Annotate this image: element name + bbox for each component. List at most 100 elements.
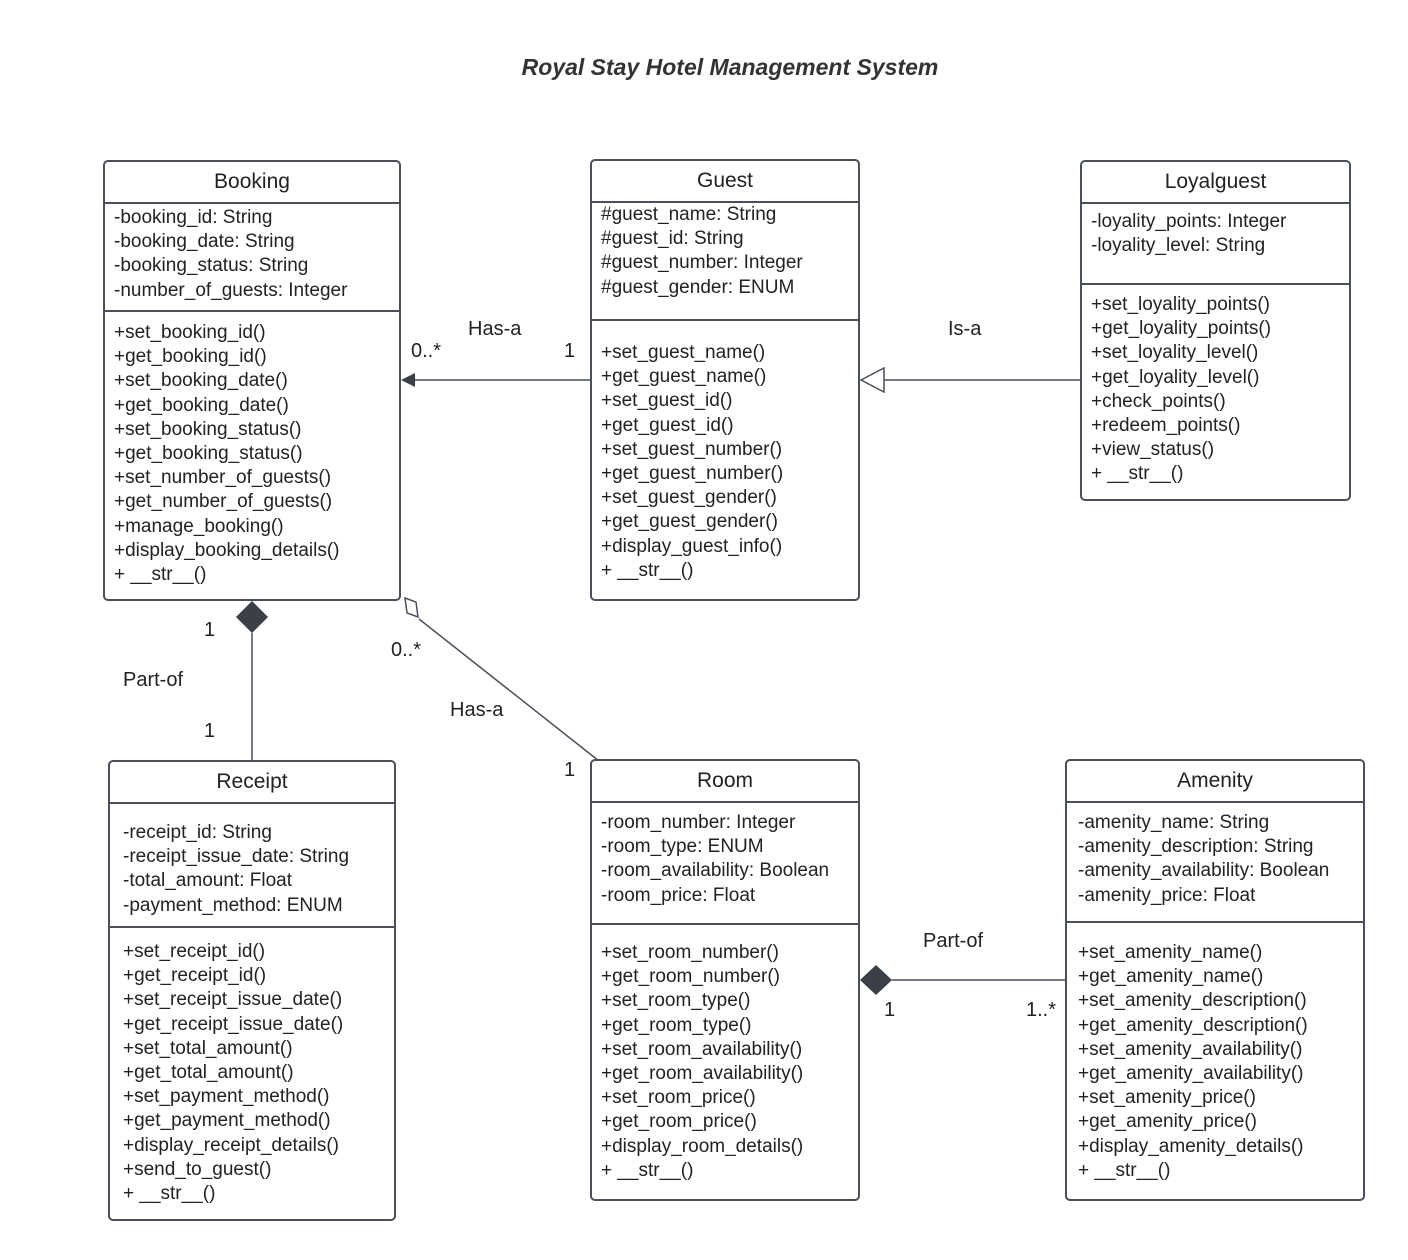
class-amenity[interactable]: Amenity -amenity_name: String -amenity_d…	[1065, 759, 1365, 1201]
class-loyalguest[interactable]: Loyalguest -loyality_points: Integer -lo…	[1080, 160, 1351, 501]
attribute: -room_price: Float	[601, 884, 756, 906]
class-booking[interactable]: Booking -booking_id: String -booking_dat…	[103, 160, 401, 601]
method-compartment: +set_room_number() +get_room_number() +s…	[592, 925, 858, 1183]
method: +set_amenity_price()	[1078, 1087, 1256, 1109]
method: + __str__()	[1078, 1159, 1171, 1181]
method: +get_guest_gender()	[601, 511, 778, 533]
multiplicity-booking-room: 0..*	[391, 639, 422, 661]
attribute-compartment: -loyality_points: Integer -loyality_leve…	[1082, 204, 1349, 285]
method-compartment: +set_receipt_id() +get_receipt_id() +set…	[110, 928, 394, 1206]
method: +check_points()	[1091, 390, 1226, 412]
method: +manage_booking()	[114, 515, 284, 537]
method: +set_room_type()	[601, 990, 751, 1012]
attribute-compartment: #guest_name: String #guest_id: String #g…	[592, 203, 858, 321]
method: +set_guest_gender()	[601, 487, 777, 509]
method: +set_receipt_issue_date()	[123, 989, 343, 1011]
method: +get_room_availability()	[601, 1063, 804, 1085]
method: +set_guest_id()	[601, 390, 733, 412]
attribute-compartment: -amenity_name: String -amenity_descripti…	[1067, 803, 1363, 923]
method: +display_receipt_details()	[123, 1134, 339, 1156]
relation-label-booking-room: Has-a	[450, 699, 504, 721]
relation-label-inheritance: Is-a	[948, 318, 982, 340]
method: + __str__()	[1091, 463, 1184, 485]
attribute: -booking_id: String	[114, 207, 273, 228]
class-room[interactable]: Room -room_number: Integer -room_type: E…	[590, 759, 860, 1201]
class-name: Guest	[592, 161, 858, 203]
attribute: -room_availability: Boolean	[601, 860, 830, 882]
method: +set_receipt_id()	[123, 941, 266, 962]
navigability-arrowhead	[401, 373, 415, 387]
method: +set_booking_date()	[114, 370, 288, 392]
method-compartment: +set_guest_name() +get_guest_name() +set…	[592, 321, 858, 583]
method: +get_room_number()	[601, 966, 781, 988]
multiplicity-booking-guest: 0..*	[411, 340, 442, 362]
method: +display_amenity_details()	[1078, 1135, 1304, 1157]
method: +get_amenity_description()	[1078, 1014, 1308, 1036]
method: +get_receipt_issue_date()	[123, 1013, 344, 1035]
class-name: Loyalguest	[1082, 162, 1349, 204]
class-receipt[interactable]: Receipt -receipt_id: String -receipt_iss…	[108, 760, 396, 1221]
attribute: #guest_name: String	[601, 204, 777, 225]
relation-label-booking-receipt: Part-of	[123, 669, 184, 691]
class-name: Amenity	[1067, 761, 1363, 803]
method: +set_payment_method()	[123, 1086, 330, 1108]
attribute: -amenity_name: String	[1078, 812, 1270, 833]
attribute: -amenity_description: String	[1078, 836, 1314, 858]
method: +get_amenity_price()	[1078, 1111, 1258, 1133]
attribute: -booking_status: String	[114, 255, 309, 277]
method: +set_room_availability()	[601, 1038, 803, 1060]
method: + __str__()	[123, 1183, 216, 1205]
class-name: Booking	[105, 162, 399, 204]
method-compartment: +set_loyality_points() +get_loyality_poi…	[1082, 285, 1349, 487]
method: +set_booking_id()	[114, 322, 266, 343]
method: + __str__()	[601, 559, 694, 581]
method: +set_guest_number()	[601, 438, 783, 460]
method: +set_amenity_availability()	[1078, 1038, 1303, 1060]
method: +display_guest_info()	[601, 535, 783, 557]
attribute: -total_amount: Float	[123, 870, 292, 892]
method: +set_booking_status()	[114, 418, 302, 440]
method: +set_amenity_description()	[1078, 990, 1307, 1012]
method: +get_booking_status()	[114, 443, 303, 465]
attribute-compartment: -booking_id: String -booking_date: Strin…	[105, 204, 399, 312]
attribute: #guest_id: String	[601, 228, 744, 250]
attribute: -number_of_guests: Integer	[114, 279, 348, 301]
attribute: -amenity_price: Float	[1078, 884, 1256, 906]
method: +get_loyality_level()	[1091, 366, 1260, 388]
method: +get_receipt_id()	[123, 965, 267, 987]
attribute: -room_type: ENUM	[601, 836, 764, 858]
method: +redeem_points()	[1091, 415, 1241, 437]
method: +get_amenity_name()	[1078, 966, 1264, 988]
multiplicity-guest: 1	[564, 340, 576, 362]
attribute: -loyality_points: Integer	[1091, 211, 1287, 232]
multiplicity-room: 1	[564, 759, 576, 781]
multiplicity-booking-receipt: 1	[204, 619, 216, 641]
method: +get_guest_name()	[601, 366, 767, 388]
method: +send_to_guest()	[123, 1158, 272, 1180]
multiplicity-receipt: 1	[204, 720, 216, 742]
diagram-title: Royal Stay Hotel Management System	[521, 54, 939, 80]
method: + __str__()	[601, 1159, 694, 1181]
method: +get_booking_date()	[114, 394, 289, 416]
method: +get_payment_method()	[123, 1110, 331, 1132]
attribute: -receipt_id: String	[123, 822, 272, 843]
aggregation-diamond-booking	[404, 596, 419, 619]
method: +get_room_type()	[601, 1014, 752, 1036]
multiplicity-amenity: 1..*	[1026, 999, 1057, 1021]
method: +view_status()	[1091, 439, 1215, 461]
method: +get_booking_id()	[114, 346, 267, 368]
method: +get_number_of_guests()	[114, 491, 333, 513]
composition-diamond-room	[860, 965, 892, 995]
attribute-compartment: -receipt_id: String -receipt_issue_date:…	[110, 804, 394, 928]
class-guest[interactable]: Guest #guest_name: String #guest_id: Str…	[590, 159, 860, 601]
attribute-compartment: -room_number: Integer -room_type: ENUM -…	[592, 803, 858, 925]
method: +get_total_amount()	[123, 1062, 294, 1084]
class-name: Receipt	[110, 762, 394, 804]
attribute: -amenity_availability: Boolean	[1078, 860, 1330, 882]
method: +get_room_price()	[601, 1111, 757, 1133]
method: +set_room_price()	[601, 1087, 756, 1109]
relation-label-room-amenity: Part-of	[923, 930, 984, 952]
method: + __str__()	[114, 564, 207, 586]
attribute: -receipt_issue_date: String	[123, 846, 350, 868]
